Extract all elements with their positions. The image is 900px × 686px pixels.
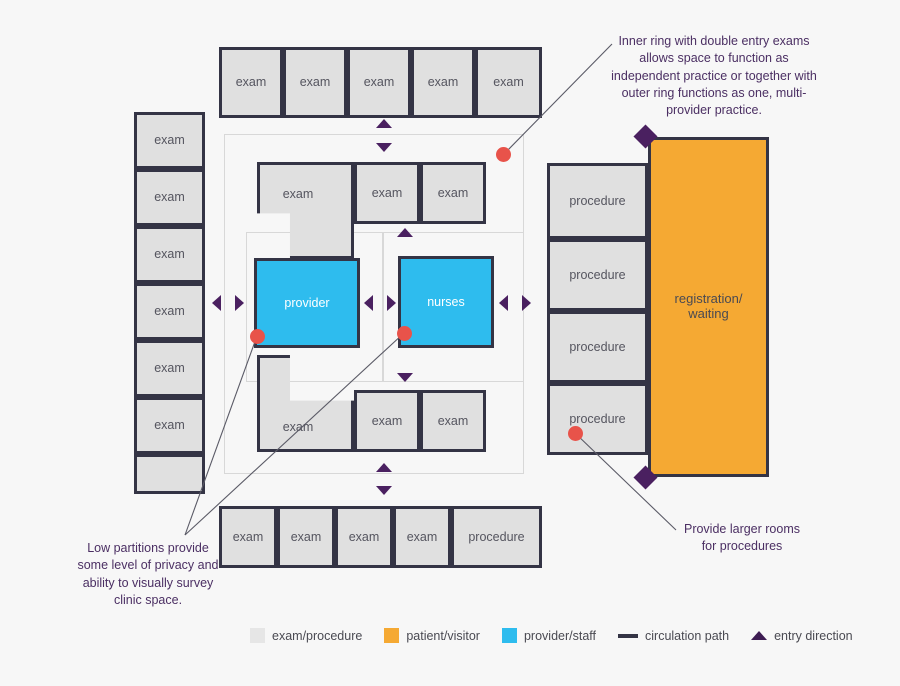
legend-label: entry direction — [774, 628, 853, 643]
room-label: procedure — [569, 411, 626, 426]
legend-item-circulation-path: circulation path — [618, 629, 729, 643]
legend-item-entry-direction: entry direction — [751, 629, 853, 643]
room-bottom-1[interactable]: exam — [219, 506, 277, 568]
room-label: exam — [437, 413, 469, 428]
legend-label: exam/procedure — [272, 628, 363, 643]
room-left-7[interactable] — [134, 454, 205, 494]
room-label: exam — [282, 420, 314, 434]
room-inner-bottom-3[interactable]: exam — [420, 390, 486, 452]
corridor-divider-vertical — [382, 232, 384, 382]
room-label: exam — [154, 247, 185, 262]
room-left-1[interactable]: exam — [134, 112, 205, 169]
legend: exam/procedure patient/visitor provider/… — [250, 628, 853, 643]
gray-square-icon — [250, 628, 265, 643]
room-label: registration/ waiting — [674, 291, 743, 321]
room-bottom-3[interactable]: exam — [335, 506, 393, 568]
line-icon — [618, 633, 639, 638]
room-label: exam — [154, 361, 185, 376]
legend-label: provider/staff — [523, 628, 597, 643]
room-right-1[interactable]: procedure — [547, 163, 648, 239]
room-left-2[interactable]: exam — [134, 169, 205, 226]
room-inner-bottom-2[interactable]: exam — [354, 390, 420, 452]
room-left-5[interactable]: exam — [134, 340, 205, 397]
room-left-4[interactable]: exam — [134, 283, 205, 340]
room-label: exam — [427, 75, 459, 90]
callout-inner-ring: Inner ring with double entry exams allow… — [611, 34, 817, 117]
room-provider[interactable]: provider — [254, 258, 360, 348]
entry-arrow-bottom-down-icon — [376, 486, 392, 495]
room-label: exam — [235, 75, 267, 90]
room-left-3[interactable]: exam — [134, 226, 205, 283]
blue-square-icon — [501, 628, 517, 643]
room-label: exam — [154, 133, 185, 148]
legend-item-provider-staff: provider/staff — [501, 628, 597, 643]
room-right-3[interactable]: procedure — [547, 311, 648, 383]
room-label: exam — [154, 190, 185, 205]
entry-arrow-mid-right-icon — [387, 295, 396, 311]
room-label: exam — [371, 413, 403, 428]
triangle-icon — [751, 631, 768, 640]
room-label: exam — [154, 418, 185, 433]
room-label: nurses — [427, 294, 465, 309]
room-nurses[interactable]: nurses — [398, 256, 494, 348]
room-label: exam — [299, 75, 331, 90]
room-right-2[interactable]: procedure — [547, 239, 648, 311]
entry-arrow-top-up-icon — [376, 119, 392, 128]
entry-arrow-inner-top-up-icon — [397, 228, 413, 237]
room-right-4[interactable]: procedure — [547, 383, 648, 455]
entry-arrow-right-out-icon — [522, 295, 531, 311]
room-label: procedure — [569, 193, 626, 208]
room-top-3[interactable]: exam — [347, 47, 411, 118]
room-label: procedure — [468, 529, 525, 544]
entry-arrow-bottom-up-icon — [376, 463, 392, 472]
entry-arrow-mid-left-icon — [364, 295, 373, 311]
orange-square-icon — [384, 628, 400, 643]
entry-arrow-inner-bot-down-icon — [397, 373, 413, 382]
room-label: exam — [406, 529, 438, 544]
room-left-6[interactable]: exam — [134, 397, 205, 454]
room-inner-top-3[interactable]: exam — [420, 162, 486, 224]
room-label: exam — [363, 75, 395, 90]
room-label: exam — [232, 529, 264, 544]
callout-larger-rooms: Provide larger rooms for procedures — [683, 522, 800, 554]
room-label: exam — [437, 185, 469, 200]
room-top-2[interactable]: exam — [283, 47, 347, 118]
room-top-5[interactable]: exam — [475, 47, 542, 118]
room-top-1[interactable]: exam — [219, 47, 283, 118]
legend-item-patient-visitor: patient/visitor — [384, 628, 480, 643]
room-top-4[interactable]: exam — [411, 47, 475, 118]
callout-low-partitions: Low partitions provide some level of pri… — [77, 541, 219, 607]
legend-item-exam-procedure: exam/procedure — [250, 628, 362, 643]
room-inner-top-2[interactable]: exam — [354, 162, 420, 224]
callout-dot-inner-ring — [496, 147, 511, 162]
room-label: provider — [284, 295, 330, 310]
room-bottom-2[interactable]: exam — [277, 506, 335, 568]
room-label: exam — [282, 187, 314, 201]
room-label: exam — [348, 529, 380, 544]
callout-dot-nurses — [397, 326, 412, 341]
entry-arrow-top-down-icon — [376, 143, 392, 152]
callout-dot-provider — [250, 329, 265, 344]
room-label: procedure — [569, 267, 626, 282]
room-bottom-4[interactable]: exam — [393, 506, 451, 568]
entry-arrow-right-in-icon — [499, 295, 508, 311]
room-bottom-5[interactable]: procedure — [451, 506, 542, 568]
room-label: procedure — [569, 339, 626, 354]
callout-dot-procedure — [568, 426, 583, 441]
legend-label: patient/visitor — [406, 628, 480, 643]
entry-arrow-left-out-icon — [212, 295, 221, 311]
room-label: exam — [154, 304, 185, 319]
room-label: exam — [290, 529, 322, 544]
legend-label: circulation path — [645, 628, 730, 643]
entry-arrow-left-in-icon — [235, 295, 244, 311]
room-registration-waiting[interactable]: registration/ waiting — [648, 137, 769, 477]
room-label: exam — [493, 75, 524, 90]
room-label: exam — [371, 185, 403, 200]
